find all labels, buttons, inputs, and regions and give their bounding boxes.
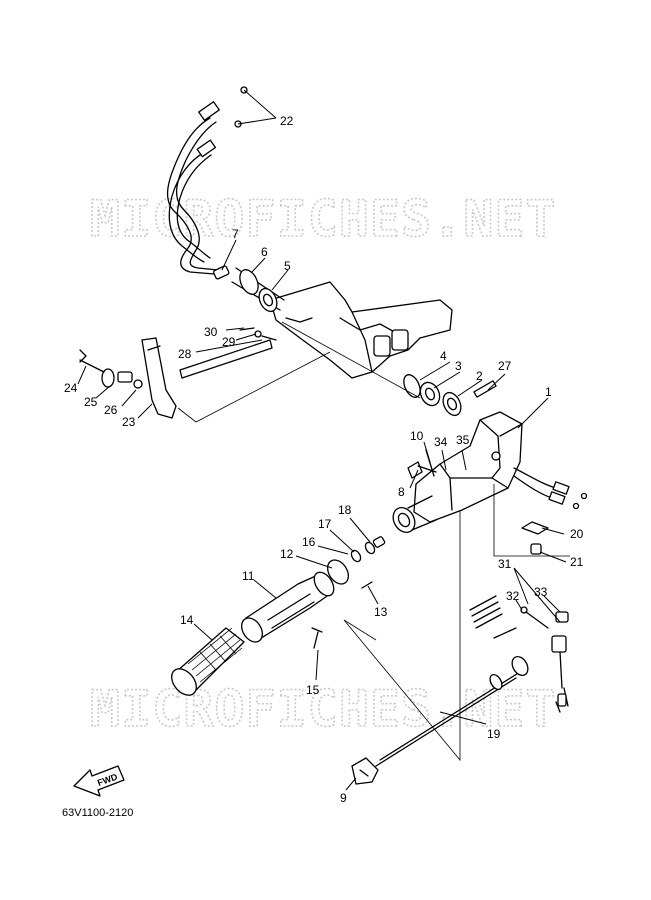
callout-31: 31 [498,557,512,571]
callout-9: 9 [340,791,347,805]
washers-2-3-4 [403,374,497,417]
callout-15: 15 [306,683,320,697]
callout-20: 20 [570,527,584,541]
callout-11: 11 [242,569,255,583]
callout-2: 2 [476,369,483,383]
callout-23: 23 [122,415,136,429]
drawing-code: 63V1100-2120 [62,807,133,819]
callout-16: 16 [302,535,316,549]
callout-17: 17 [318,517,332,531]
callout-27: 27 [498,359,512,373]
tiller-arm [79,327,277,419]
stop-switch-cable [351,595,569,785]
callout-30: 30 [204,325,218,339]
assembly-lines [177,321,570,762]
watermark-bottom: MICROFICHES.NET [90,680,557,738]
callout-29: 29 [222,335,236,349]
callout-4: 4 [440,349,447,363]
callout-8: 8 [398,485,405,499]
callout-6: 6 [261,245,268,259]
callout-13: 13 [374,605,388,619]
callout-10: 10 [410,429,424,443]
throttle-cables [166,86,248,275]
leader-lines [77,89,567,791]
callout-1: 1 [545,385,552,399]
callout-7: 7 [232,227,239,241]
callout-28: 28 [178,347,192,361]
callout-35: 35 [456,433,470,447]
callout-5: 5 [284,259,291,273]
callout-21: 21 [570,555,584,569]
screw-part-8 [407,449,437,479]
shaft-assembly [212,265,285,313]
clip-and-bolt-20-21 [521,521,549,555]
callout-34: 34 [434,435,448,449]
watermark-top: MICROFICHES.NET [90,190,557,248]
handle-housing [392,411,588,533]
callout-18: 18 [338,503,352,517]
callout-32: 32 [506,589,520,603]
callout-24: 24 [64,381,78,395]
callout-14: 14 [180,613,194,627]
callout-19: 19 [487,727,501,741]
callout-25: 25 [84,395,98,409]
steering-bracket [269,281,453,379]
callout-33: 33 [534,585,548,599]
callout-3: 3 [455,359,462,373]
callout-12: 12 [280,547,294,561]
callout-22: 22 [280,114,294,128]
forward-direction-arrow: FWD [73,765,125,797]
callout-26: 26 [104,403,118,417]
callout-numbers: 1 2 3 4 5 6 7 8 9 10 11 12 13 14 15 16 1… [64,114,584,805]
throttle-grip-assembly [171,559,349,696]
